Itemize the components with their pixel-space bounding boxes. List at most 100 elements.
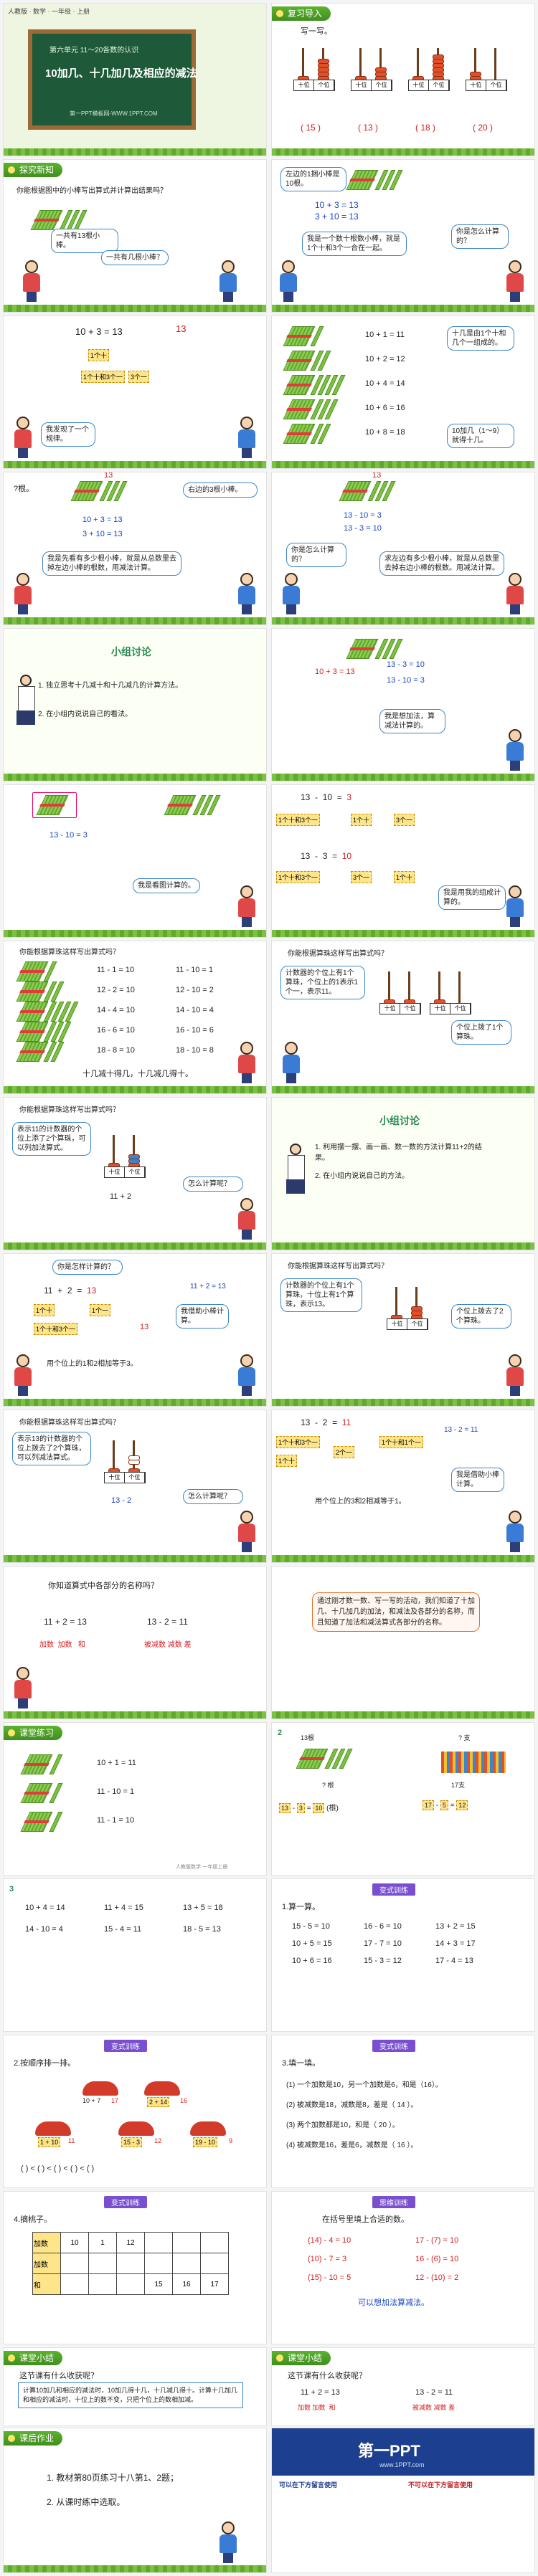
logo: 第一PPT [358,2442,420,2460]
girl-figure [22,260,41,302]
eq-1: 10 + 3 = 13 [82,515,123,524]
bubble-how: 你是怎么计算的？ [286,543,346,567]
abacus-slide-2: 你是怎样计算的？ 11 + 2 = 13 1个十 1个十和3个一 1个一 13 … [3,1253,267,1407]
pattern-row-5: 10 + 8 = 18 [365,428,405,437]
bubble-how: 你是怎样计算的？ [52,1260,123,1275]
exercise-slide-1: 课堂练习 10 + 1 = 11 11 - 10 = 1 11 - 1 = 10… [3,1722,267,1876]
hat-2 [144,2081,180,2096]
ex2-eq-right: 17 - 5 = 12 [423,1800,468,1810]
result-13: 13 [176,323,187,334]
teacher-figure [16,675,35,732]
label-1-ten: 1个十 [88,349,110,361]
eq-2: 3 + 10 = 13 [82,530,123,538]
bubble-sticks: 我借助小棒计算。 [176,1304,229,1329]
exercise-slide-2: 2 13根 ? 根 ? 支 17支 13 - 3 = 10 (根) 17 - 5… [271,1722,535,1876]
eq-3: 13 - 10 = 3 [387,676,425,685]
boy-figure [219,260,237,302]
ex2-eq-left: 13 - 3 = 10 (根) [279,1802,339,1813]
picture-method-slide: 13 - 10 = 3 我是看图计算的。 [3,784,267,938]
composition-method-slide: 13 - 10 = 3 1个十和3个一 1个十 3个一 13 - 3 = 10 … [271,784,535,938]
summary-box: 通过刚才数一数、写一写的活动，我们知道了十加几、十几加几的加法，和减法及各部分的… [312,1592,480,1632]
chalkboard [28,29,196,130]
discussion-slide-3: 小组讨论 1. 利用摆一摆、画一画、数一数的方法计算11+2的结果。 2. 在小… [271,1097,535,1250]
bubble-right: 右边的3根小棒。 [183,483,258,498]
eq-1: 10 + 3 = 13 [315,667,355,676]
eq: 13 - 2 [111,1496,132,1505]
bubble-abacus: 计数器的个位上有1个算珠，十位上有1个算珠，表示13。 [280,1278,362,1312]
ex1-eq-2: 11 - 10 = 1 [97,1787,135,1796]
hat-3 [35,2121,71,2136]
sub-eq: 13 - 2 = 11 [147,1617,188,1627]
discussion-item-1: 1. 独立思考十几减十和十几减几的计算方法。 [38,682,183,690]
pattern-row-1: 10 + 1 = 11 [365,331,405,339]
eq-sub: 13 - 2 = 11 [301,1417,351,1427]
discussion-slide-1: 小组讨论 1. 独立思考十几减十和十几减几的计算方法。 2. 在小组内说说自己的… [3,628,267,781]
subtraction-composition-slide: 13 - 2 = 11 1个十和3个一 2个一 1个十和1个一 1个十 用个位上… [271,1410,535,1563]
eq: 11 + 2 [110,1192,132,1201]
hat-5 [190,2121,226,2136]
ex1-eq-3: 11 - 1 = 10 [97,1816,135,1825]
abacus-4: 十位个位 [466,47,507,91]
exercise-slide-3: 3 10 + 4 = 14 11 + 4 = 15 13 + 5 = 18 14… [3,1878,267,2032]
homework-slide: 课后作业 1. 教材第80页练习十八第1、2题； 2. 从课时练中选取。 [3,2428,267,2573]
subtraction-slide-2: 13 13 - 10 = 3 13 - 3 = 10 你是怎么计算的？ 求左边有… [271,472,535,625]
question: ?根。 [14,485,34,493]
bubble-composition: 我是用我的组成计算的。 [438,885,506,910]
bubble-how: 怎么计算呢？ [183,1489,243,1504]
ex1-eq-1: 10 + 1 = 11 [97,1759,136,1767]
pencils-image [441,1752,506,1773]
subtraction-slide-1: ?根。 13 右边的3根小棒。 10 + 3 = 13 3 + 10 = 13 … [3,472,267,625]
answer-2: ( 13 ) [358,123,379,133]
review-slide: 复习导入 写一写。 十位个位 十位个位 十位个位 十位个位 ( 15 ) ( 1… [271,3,535,156]
bubble-abacus: 表示11的计数器的个位上添了2个算珠，可以列加法算式。 [12,1122,91,1156]
bubble-ask: 一共有几根小棒？ [101,250,169,265]
add-eq: 11 + 2 = 13 [44,1617,87,1627]
question: 你能根据算珠这样写出算式吗？ [19,949,120,956]
eq-add: 11 + 2 = 13 [44,1285,97,1296]
variant-slide-1: 变式训练 1.算一算。 15 - 5 = 10 16 - 6 = 10 13 +… [271,1878,535,2032]
abacus-slide-0: 你能根据算珠这样写出算式吗？ 计数器的个位上有1个算珠，个位上的1表示1个一，表… [271,941,535,1094]
eq-main: 10 + 3 = 13 [75,326,123,337]
order-row: ( ) < ( ) < ( ) < ( ) < ( ) [21,2164,95,2173]
abacus-slide-3: 你能根据算珠这样写出算式吗？ 计数器的个位上有1个算珠，十位上有1个算珠，表示1… [271,1253,535,1407]
discussion-item-2: 2. 在小组内说说自己的看法。 [38,710,133,718]
bubble-pattern: 我发现了一个规律。 [41,422,95,447]
section-header: 复习导入 [272,6,331,21]
eq-b: 13 - 3 = 10 [301,851,352,861]
section-header: 课堂练习 [4,1726,63,1740]
stick-bundle [30,210,63,230]
bubble-composition: 十几是由1个十和几个一组成的。 [447,326,514,351]
bubble-abacus: 计数器的个位上有1个算珠，个位上的1表示1个一，表示11。 [280,966,365,999]
note: 用个位上的1和2相加等于3。 [47,1360,138,1368]
label-13: 13 [104,472,113,480]
label-three: 3个一 [128,371,150,383]
bubble-abacus: 表示13的计数器的个位上拨去了2个算珠，可以列减法算式。 [12,1432,91,1465]
discussion-slide-2: 10 + 3 = 13 13 - 3 = 10 13 - 10 = 3 我是想加… [271,628,535,781]
bubble-explain: 求左边有多少根小棒，就是从总数里去掉右边小棒的根数。用减法计算。 [379,551,504,576]
pattern-row-3: 10 + 4 = 14 [365,379,405,388]
hat-1 [82,2081,118,2096]
pattern-row-2: 10 + 2 = 12 [365,355,405,363]
note: 用个位上的3和2相减等于1。 [315,1498,406,1506]
eq-a: 13 - 10 = 3 [301,792,352,802]
bubble-total: 一共有13根小棒。 [51,229,118,253]
question: 你知道算式中各部分的名称吗？ [48,1582,159,1590]
discussion-title: 小组讨论 [111,646,151,657]
ad-slide: 第一PPT www.1PPT.com 可以在下方留言使用 不可以在下方留言使用 [271,2428,535,2573]
names-slide: 你知道算式中各部分的名称吗？ 11 + 2 = 13 加数 加数 和 13 - … [3,1566,267,1719]
abacus-2: 十位个位 [351,47,392,91]
explore-slide-3: 10 + 3 = 13 13 1个十 1个十和3个一 3个一 我发现了一个规律。 [3,315,267,469]
thinking-slide: 思维训练 在括号里填上合适的数。 (14) - 4 = 10 (10) - 7 … [271,2191,535,2344]
summary: 十几减十得几，十几减几得十。 [82,1070,193,1078]
names-summary-slide: 通过刚才数一数、写一写的活动，我们知道了十加几、十几加几的加法，和减法及各部分的… [271,1566,535,1719]
unit-title: 第六单元 11～20各数的认识 [49,47,139,54]
variant-slide-3: 变式训练 3.填一填。 (1) 一个加数是10，另一个加数是6，和是（16）。 … [271,2035,535,2188]
bubble-sticks: 我是借助小棒计算。 [451,1468,504,1492]
bubble-bundle: 左边的1捆小棒是10根。 [280,167,346,191]
breadcrumb: 人教版 · 数学 · 一年级 · 上册 [8,8,90,15]
answer-4: ( 20 ) [473,123,494,133]
explore-slide-1: 探究新知 你能根据图中的小棒写出算式并计算出结果吗？ 一共有13根小棒。 一共有… [3,159,267,313]
eq-left: 13 - 10 = 3 [49,831,88,840]
abacus-1: 十位个位 [293,47,335,91]
